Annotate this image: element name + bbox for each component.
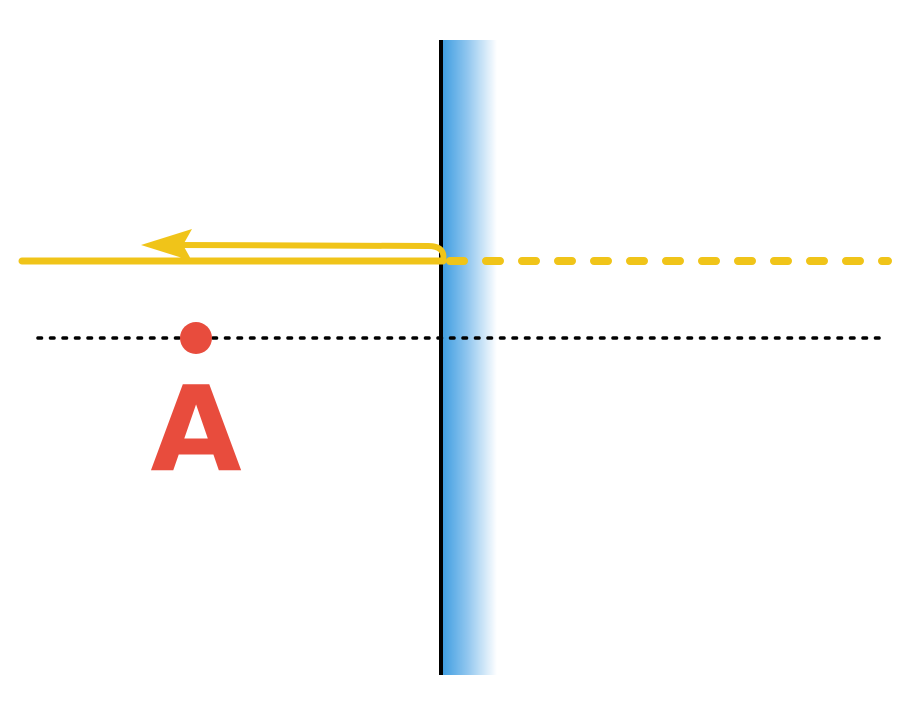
point-a-marker [180,322,212,354]
reflected-ray-arrowhead [141,229,192,261]
point-a-label: A [150,360,241,498]
reflected-ray [175,242,447,264]
mirror-glass [441,40,497,675]
